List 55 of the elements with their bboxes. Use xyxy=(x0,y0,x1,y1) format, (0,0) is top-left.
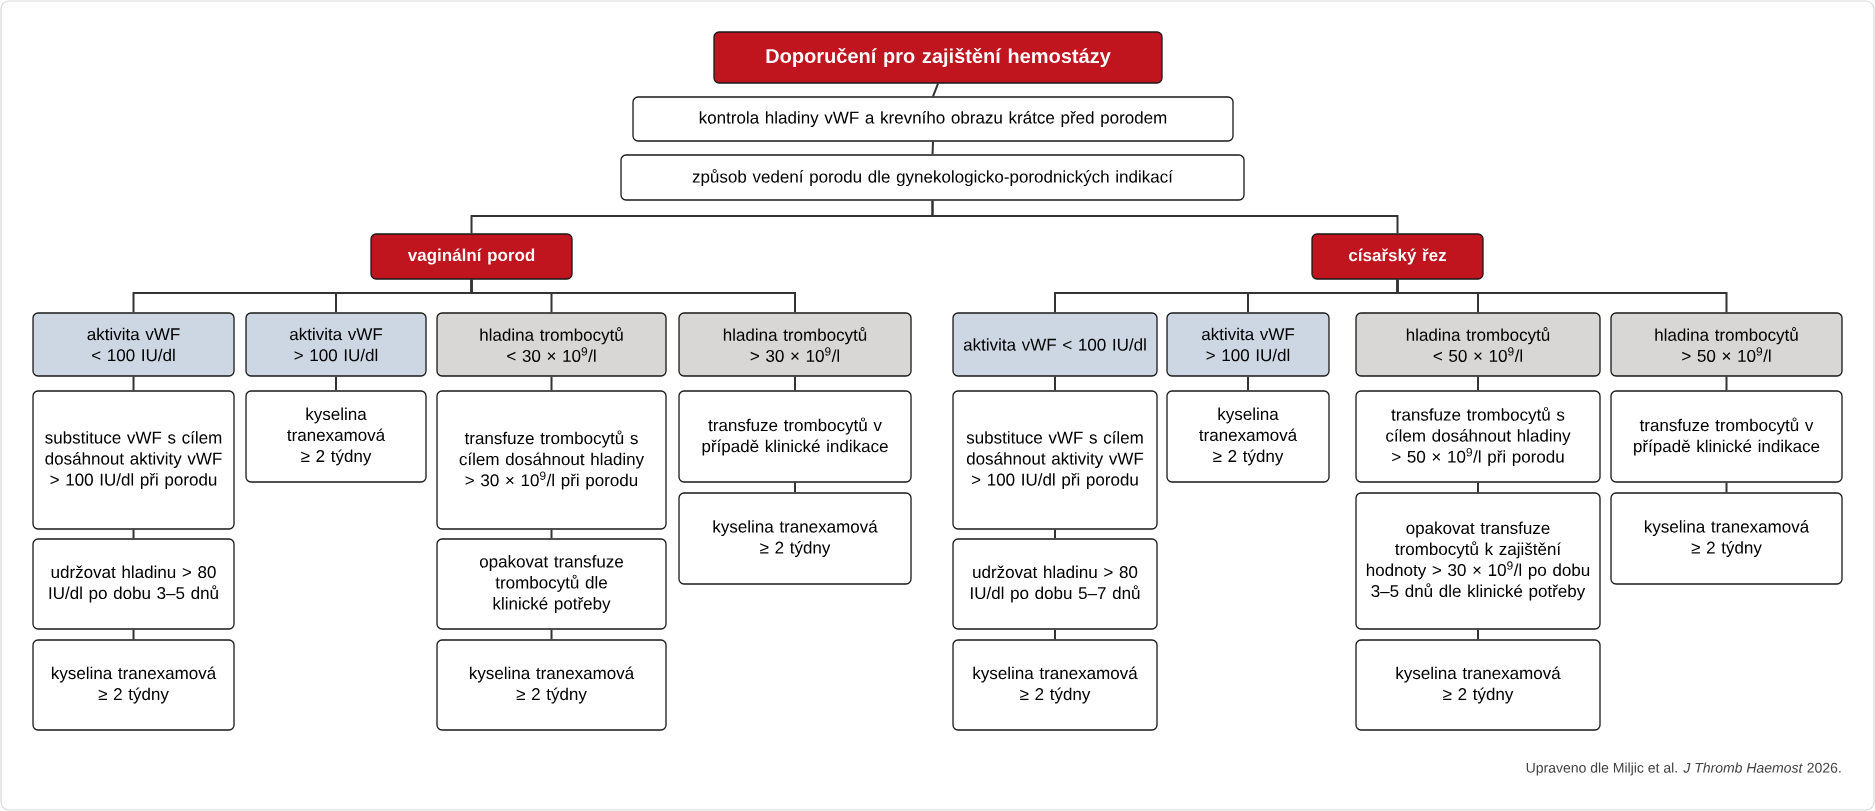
recommendation-box: udržovat hladinu > 80 IU/dl po dobu 5–7 dnů xyxy=(952,538,1158,630)
connector-line xyxy=(1477,375,1479,392)
connector-line xyxy=(1054,528,1056,540)
recommendation-box: substituce vWF s cílem dosáhnout aktivity vWF > 100 IU/dl při porodu xyxy=(952,390,1158,530)
connector-line xyxy=(1477,628,1479,641)
connector-line xyxy=(1477,481,1479,494)
branch-box: vaginální porod xyxy=(370,233,573,280)
recommendation-box: kyselina tranexamová ≥ 2 týdny xyxy=(952,639,1158,731)
connector-line xyxy=(1054,628,1056,641)
recommendation-box: kyselina tranexamová ≥ 2 týdny xyxy=(1355,639,1601,731)
recommendation-box: kyselina tranexamová ≥ 2 týdny xyxy=(1166,390,1330,483)
branch-box: císařský řez xyxy=(1311,233,1484,280)
caption-text: Upraveno dle Miljic et al. J Thromb Haemost 2026. xyxy=(1526,762,1841,776)
connector-line xyxy=(550,528,553,540)
recommendation-box: kyselina tranexamová ≥ 2 týdny xyxy=(1610,492,1843,585)
connector-line xyxy=(1725,481,1728,494)
connector-line xyxy=(794,375,796,392)
recommendation-box: substituce vWF s cílem dosáhnout aktivity vWF > 100 IU/dl při porodu xyxy=(32,390,235,530)
connector-line xyxy=(470,278,796,314)
category-box: hladina trombocytů > 50 × 10$^{9}$/l xyxy=(1610,312,1843,377)
connector-line xyxy=(132,628,135,641)
connector-line xyxy=(931,199,1399,235)
connector-line xyxy=(132,528,135,540)
connector-line xyxy=(550,628,553,641)
connector-line xyxy=(1247,375,1249,392)
category-box: hladina trombocytů < 50 × 10$^{9}$/l xyxy=(1355,312,1601,377)
category-box: hladina trombocytů < 30 × 10$^{9}$/l xyxy=(436,312,667,377)
title-box: Doporučení pro zajištění hemostázy xyxy=(713,31,1163,84)
connector-line xyxy=(1396,278,1728,314)
connector-line xyxy=(794,481,796,494)
connector-line xyxy=(931,140,934,156)
connector-line xyxy=(132,375,135,392)
recommendation-box: transfuze trombocytů s cílem dosáhnout hladiny > 50 × 10$^{9}$/l při porodu xyxy=(1355,390,1601,483)
step-box: způsob vedení porodu dle gynekologicko-porodnických indikací xyxy=(620,154,1245,201)
connector-line xyxy=(335,375,337,392)
category-box: aktivita vWF > 100 IU/dl xyxy=(1166,312,1330,377)
recommendation-box: kyselina tranexamová ≥ 2 týdny xyxy=(436,639,667,731)
recommendation-box: kyselina tranexamová ≥ 2 týdny xyxy=(32,639,235,731)
step-box: kontrola hladiny vWF a krevního obrazu krátce před porodem xyxy=(632,96,1234,142)
recommendation-box: kyselina tranexamová ≥ 2 týdny xyxy=(678,492,912,585)
connector-line xyxy=(932,82,939,98)
connector-line xyxy=(1054,375,1056,392)
recommendation-box: opakovat transfuze trombocytů k zajištění hodnoty > 30 × 10$^{9}$/l po dobu 3–5 dnů dle klinické potřeby xyxy=(1355,492,1601,630)
recommendation-box: transfuze trombocytů v případě klinické indikace xyxy=(1610,390,1843,483)
category-box: aktivita vWF < 100 IU/dl xyxy=(952,312,1158,377)
category-box: aktivita vWF < 100 IU/dl xyxy=(32,312,235,377)
category-box: aktivita vWF > 100 IU/dl xyxy=(245,312,427,377)
connector-line xyxy=(550,375,553,392)
category-box: hladina trombocytů > 30 × 10$^{9}$/l xyxy=(678,312,912,377)
recommendation-box: kyselina tranexamová ≥ 2 týdny xyxy=(245,390,427,483)
recommendation-box: opakovat transfuze trombocytů dle klinické potřeby xyxy=(436,538,667,630)
recommendation-box: udržovat hladinu > 80 IU/dl po dobu 3–5 dnů xyxy=(32,538,235,630)
recommendation-box: transfuze trombocytů s cílem dosáhnout hladiny > 30 × 10$^{9}$/l při porodu xyxy=(436,390,667,530)
connector-line xyxy=(1725,375,1728,392)
recommendation-box: transfuze trombocytů v případě klinické indikace xyxy=(678,390,912,483)
